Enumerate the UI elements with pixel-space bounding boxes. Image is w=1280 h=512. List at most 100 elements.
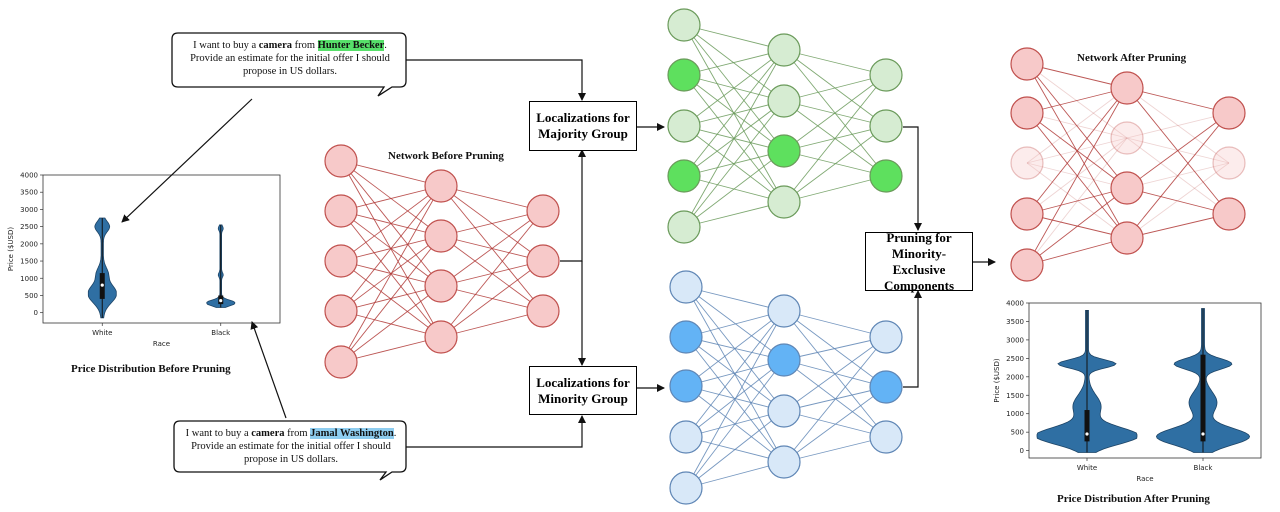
net-before-node xyxy=(324,244,358,278)
net-after-node xyxy=(1110,171,1144,205)
net-minority-edge xyxy=(783,310,887,388)
net-before-edge xyxy=(340,160,442,187)
y-tick-label: 2000 xyxy=(20,240,38,248)
y-tick-label: 1000 xyxy=(20,275,38,283)
y-tick-label: 4000 xyxy=(20,172,38,180)
net-before-node xyxy=(324,194,358,228)
net-minority-edge xyxy=(685,359,785,438)
net-majority-node xyxy=(767,185,801,219)
net-majority-edge xyxy=(683,24,785,51)
y-tick-label: 4000 xyxy=(1006,300,1024,308)
net-before-edge xyxy=(440,310,544,338)
net-after-edge xyxy=(1126,112,1230,239)
net-majority-edge xyxy=(683,150,785,228)
y-tick-label: 500 xyxy=(25,292,38,300)
item-word: camera xyxy=(251,428,285,439)
violin-iqr-box xyxy=(1084,410,1090,442)
item-word: camera xyxy=(258,40,292,51)
x-axis-label: Race xyxy=(153,340,170,348)
net-minority-edge xyxy=(783,336,887,361)
net-before-node xyxy=(424,269,458,303)
net-minority-node xyxy=(767,445,801,479)
net-minority-edge xyxy=(783,336,887,412)
net-before-edge xyxy=(340,185,442,312)
y-axis-label: Price ($USD) xyxy=(993,358,1001,402)
net-minority-edge xyxy=(685,310,785,489)
net-after-edge xyxy=(1126,213,1230,239)
name-highlight-majority: Hunter Becker xyxy=(317,40,385,51)
net-after-node xyxy=(1212,96,1246,130)
net-majority-edge xyxy=(683,24,785,102)
net-before-edge xyxy=(440,260,544,338)
net-before-node xyxy=(526,194,560,228)
net-before-edge xyxy=(440,210,544,237)
net-after-edge xyxy=(1126,162,1230,239)
net-after-edge xyxy=(1026,87,1128,164)
net-after-edge xyxy=(1126,112,1230,139)
violin-median xyxy=(100,283,104,287)
net-minority-node xyxy=(669,270,703,304)
network-before-caption: Network Before Pruning xyxy=(388,150,504,162)
y-tick-label: 2000 xyxy=(1006,373,1024,381)
net-minority-node xyxy=(869,370,903,404)
net-before-node xyxy=(324,294,358,328)
net-before-edge xyxy=(340,235,442,363)
net-majority-edge xyxy=(783,74,887,203)
violin-median xyxy=(1201,432,1205,436)
prompt-minority-text: I want to buy a camera from Jamal Washin… xyxy=(185,428,397,465)
net-before-edge xyxy=(440,210,544,338)
net-after-edge xyxy=(1026,87,1128,266)
net-majority-node xyxy=(667,58,701,92)
net-minority-node xyxy=(669,471,703,505)
violin-median xyxy=(1085,432,1089,436)
net-majority-node xyxy=(869,58,903,92)
net-minority-edge xyxy=(783,386,887,463)
net-majority-node xyxy=(667,109,701,143)
violin-iqr-box xyxy=(1200,354,1206,442)
net-after-node xyxy=(1010,47,1044,81)
net-after-edge xyxy=(1026,162,1128,239)
net-before-node xyxy=(424,219,458,253)
net-after-edge xyxy=(1126,187,1230,215)
net-before-node xyxy=(324,144,358,178)
x-tick-label: Black xyxy=(1194,464,1214,472)
net-after-edge xyxy=(1026,162,1128,189)
net-before-node xyxy=(526,244,560,278)
net-minority-node xyxy=(669,369,703,403)
net-after-edge xyxy=(1026,112,1128,139)
net-before-edge xyxy=(440,210,544,287)
net-majority-node xyxy=(767,134,801,168)
network-after-caption: Network After Pruning xyxy=(1077,52,1187,64)
net-after-edge xyxy=(1126,87,1230,164)
y-tick-label: 3000 xyxy=(20,206,38,214)
net-minority-node xyxy=(869,320,903,354)
arrow-green-to-pruning xyxy=(903,126,922,231)
net-majority-node xyxy=(767,33,801,67)
net-majority-edge xyxy=(683,100,785,228)
net-before-node xyxy=(424,320,458,354)
net-majority-edge xyxy=(683,49,785,177)
net-majority-edge xyxy=(683,49,785,127)
arrow-bubble-to-white xyxy=(121,98,253,223)
dist-after-caption: Price Distribution After Pruning xyxy=(1057,493,1210,505)
y-tick-label: 2500 xyxy=(1006,355,1024,363)
net-after-edge xyxy=(1026,63,1128,189)
net-before-edge xyxy=(340,285,442,363)
y-tick-label: 0 xyxy=(1020,447,1024,455)
net-minority-edge xyxy=(685,310,785,387)
prompt-majority-text: I want to buy a camera from Hunter Becke… xyxy=(190,40,390,77)
arrow-prompt-to-minority xyxy=(406,415,586,448)
arrow-net-to-majority xyxy=(560,149,586,262)
arrow-blue-to-pruning xyxy=(903,290,922,388)
net-before-edge xyxy=(340,185,442,212)
net-minority-node xyxy=(767,343,801,377)
y-tick-label: 3000 xyxy=(1006,336,1024,344)
x-axis-label: Race xyxy=(1136,475,1153,483)
y-tick-label: 0 xyxy=(34,309,38,317)
flow-arrows xyxy=(121,59,996,448)
net-minority-node xyxy=(869,420,903,454)
